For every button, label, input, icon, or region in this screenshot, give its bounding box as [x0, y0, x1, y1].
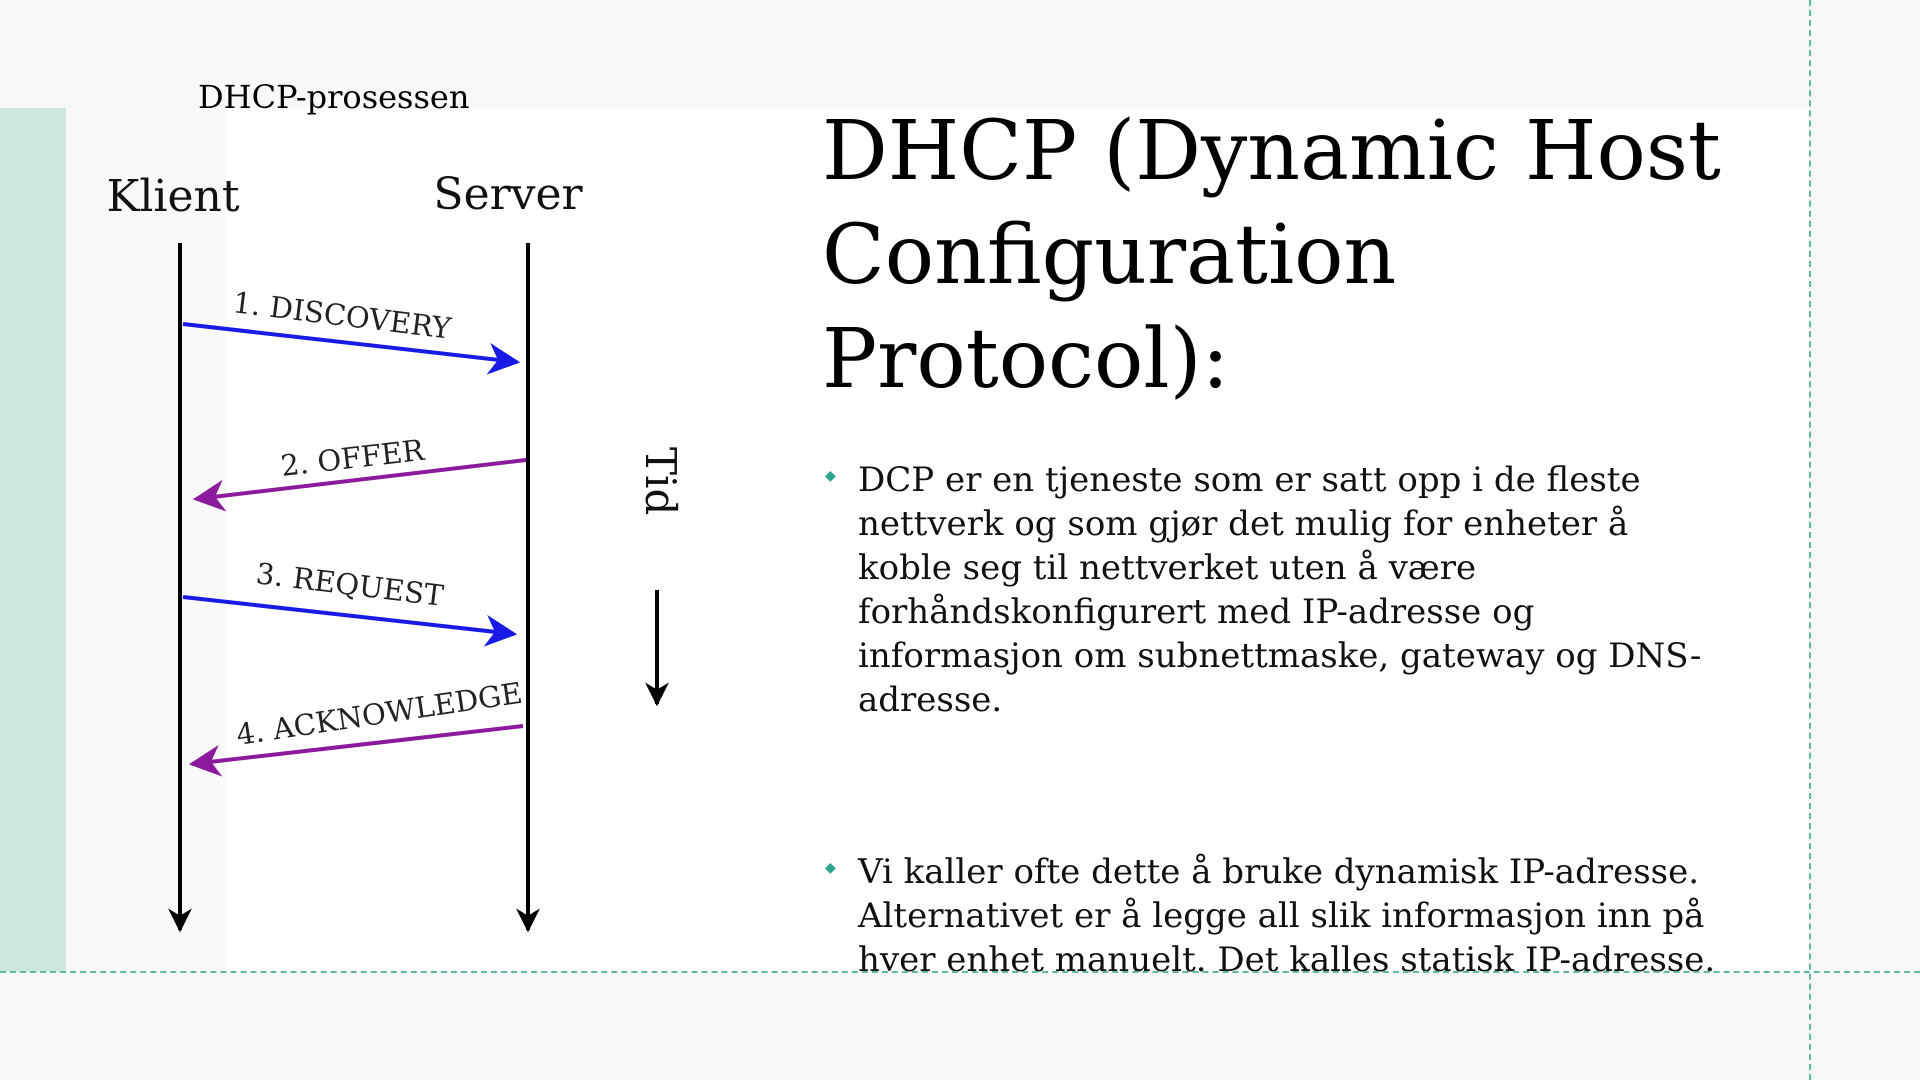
acknowledge-label: 4. ACKNOWLEDGE — [234, 676, 525, 752]
request-arrow — [182, 595, 518, 647]
offer-arrow — [192, 458, 527, 512]
guide-line-vertical — [1809, 0, 1811, 1080]
request-label: 3. REQUEST — [254, 556, 446, 613]
diagram-caption: DHCP-prosessen — [198, 78, 470, 116]
guide-line-horizontal — [0, 971, 1920, 973]
discovery-arrow — [182, 322, 521, 375]
bullet-list: ◆ DCP er en tjeneste som er satt opp i d… — [822, 458, 1732, 982]
diagram-image-background — [66, 108, 226, 972]
bullet-item: ◆ DCP er en tjeneste som er satt opp i d… — [822, 458, 1732, 722]
bullet-item: ◆ Vi kaller ofte dette å bruke dynamisk … — [822, 850, 1732, 982]
slide-title: DHCP (Dynamic Host Configuration Protoco… — [822, 104, 1721, 407]
bullet-text: DCP er en tjeneste som er satt opp i de … — [858, 460, 1702, 720]
time-label: Tid — [636, 447, 685, 515]
server-label: Server — [433, 169, 583, 220]
accent-bar — [0, 108, 66, 972]
slide-background — [0, 108, 1808, 972]
bullet-icon: ◆ — [825, 860, 836, 876]
bullet-icon: ◆ — [825, 468, 836, 484]
discovery-label: 1. DISCOVERY — [231, 285, 453, 346]
bullet-text: Vi kaller ofte dette å bruke dynamisk IP… — [858, 852, 1716, 980]
client-label: Klient — [106, 171, 239, 222]
acknowledge-arrow — [188, 724, 524, 777]
dhcp-sequence-diagram: Klient Server 1. DISCOVERY 2. OFFER 3. R… — [106, 169, 685, 933]
